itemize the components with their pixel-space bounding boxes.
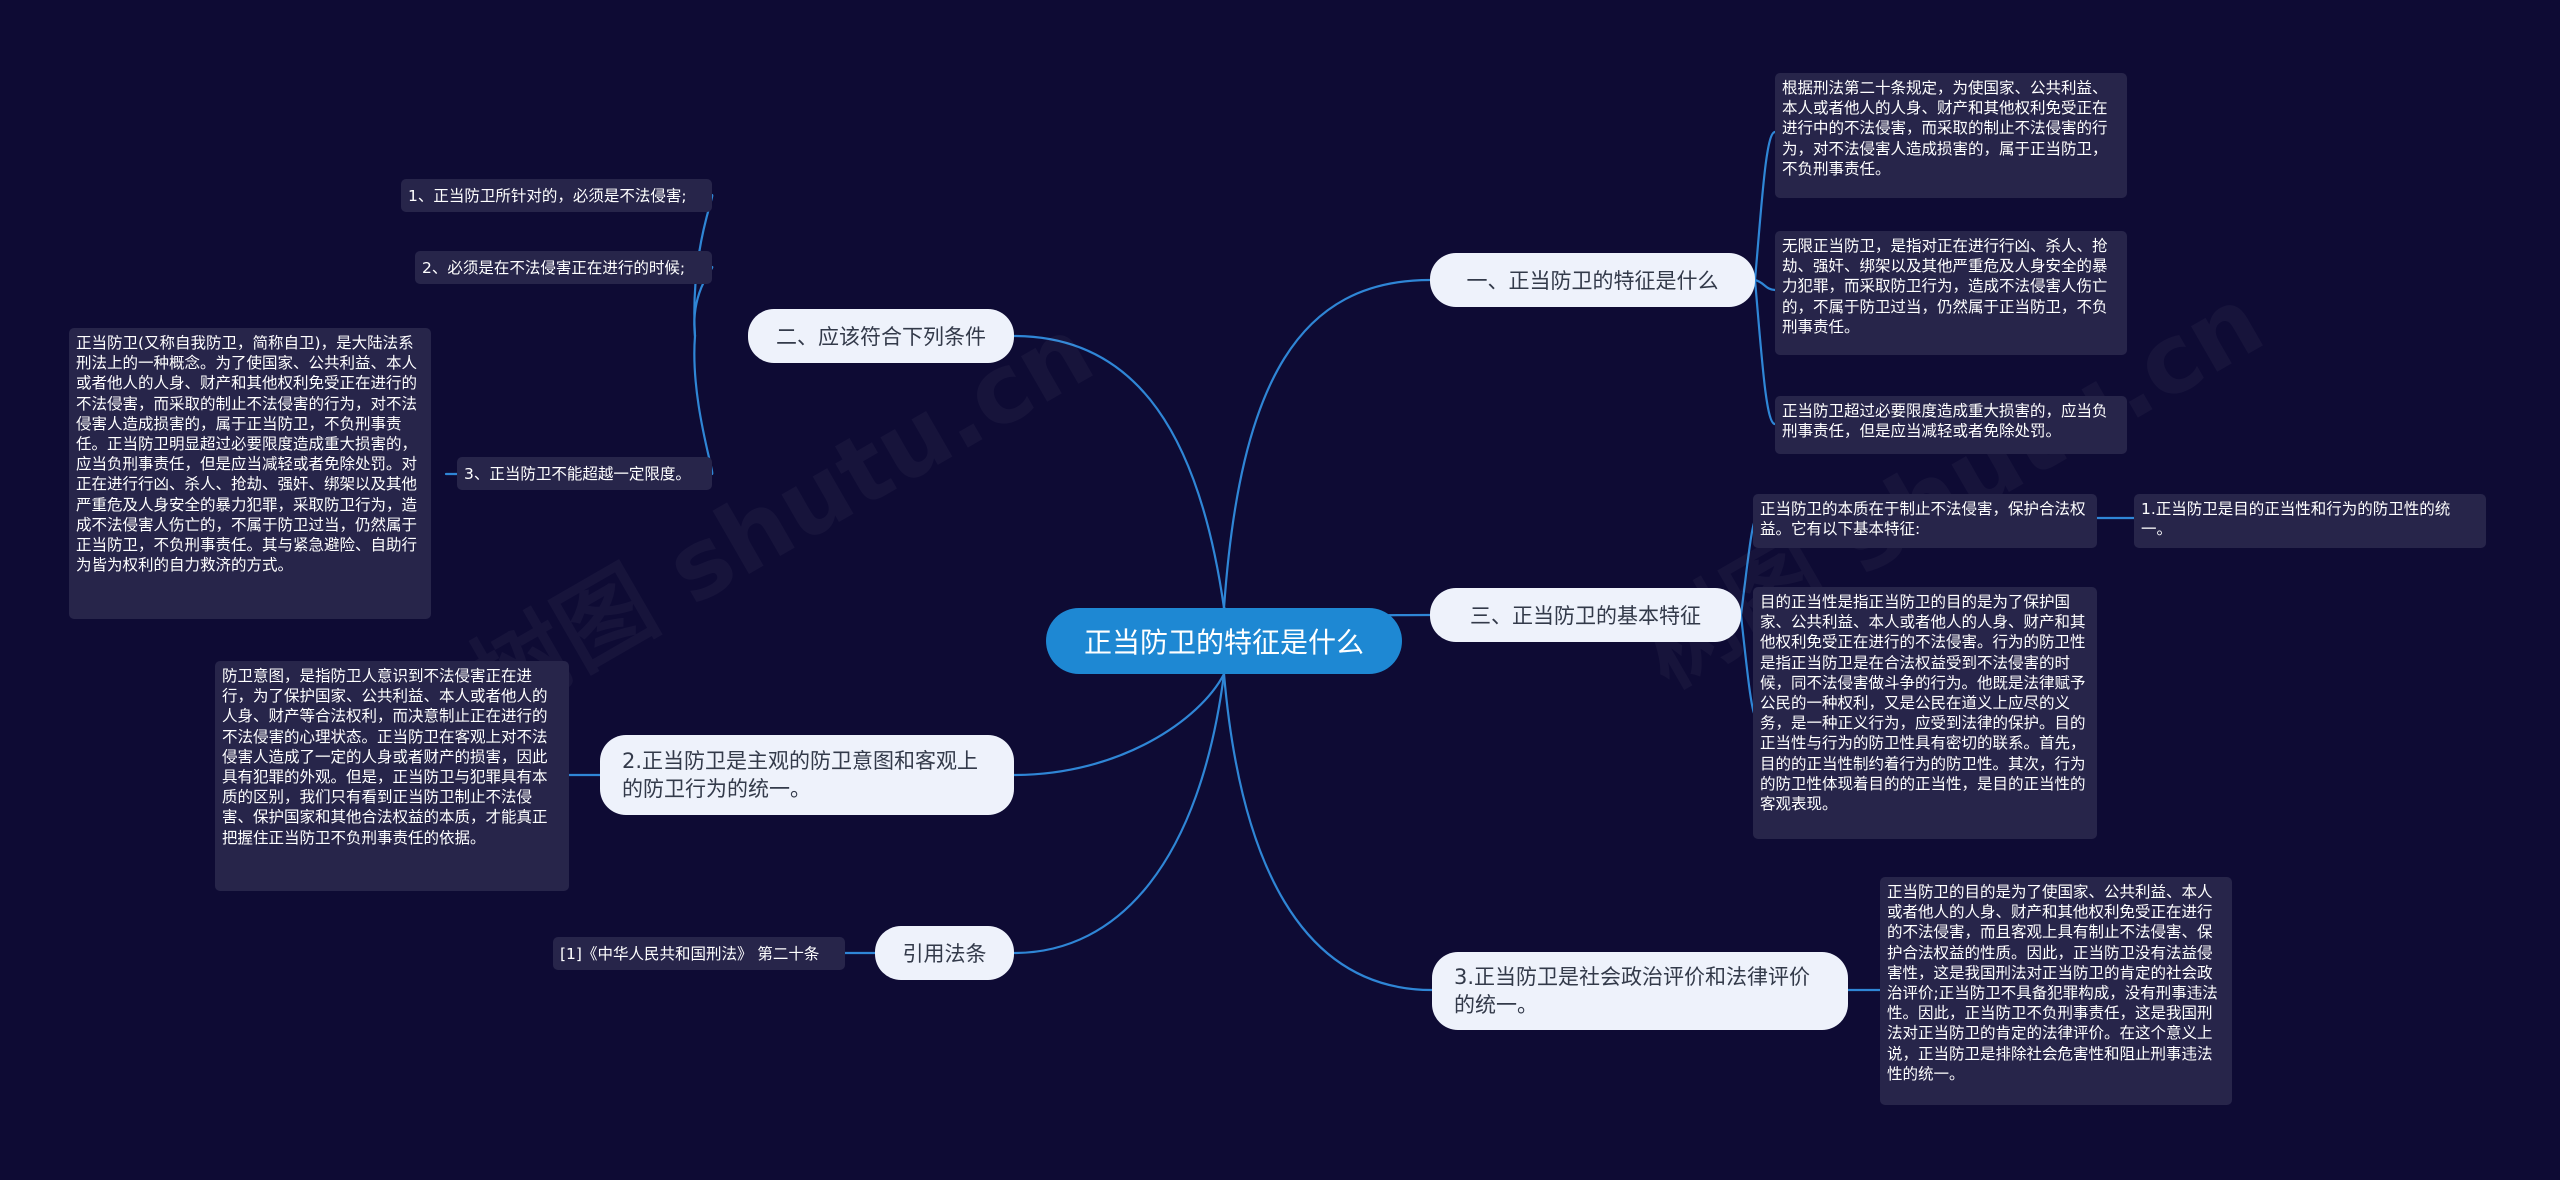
leaf-cited-law: [1]《中华人民共和国刑法》 第二十条 (553, 937, 845, 970)
branch-conditions[interactable]: 二、应该符合下列条件 (748, 309, 1014, 363)
leaf-evaluation-detail: 正当防卫的目的是为了使国家、公共利益、本人或者他人的人身、财产和其他权利免受正在… (1880, 877, 2232, 1105)
branch-cited-law[interactable]: 引用法条 (875, 926, 1014, 980)
edge-root-features (1222, 278, 1432, 610)
edge-root-evaluation (1222, 672, 1434, 992)
leaf-condition-1: 1、正当防卫所针对的，必须是不法侵害; (401, 179, 712, 212)
leaf-features-definition: 根据刑法第二十条规定，为使国家、公共利益、本人或者他人的人身、财产和其他权利免受… (1775, 73, 2127, 198)
leaf-unity-detail: 防卫意图，是指防卫人意识到不法侵害正在进行，为了保护国家、公共利益、本人或者他人… (215, 661, 569, 891)
branch-features[interactable]: 一、正当防卫的特征是什么 (1430, 253, 1755, 307)
branch-unity[interactable]: 2.正当防卫是主观的防卫意图和客观上的防卫行为的统一。 (600, 735, 1014, 815)
edge-root-conditions (1012, 334, 1226, 610)
leaf-condition-3: 3、正当防卫不能超越一定限度。 (457, 457, 712, 490)
branch-basic-features[interactable]: 三、正当防卫的基本特征 (1430, 588, 1741, 642)
root-node[interactable]: 正当防卫的特征是什么 (1046, 608, 1402, 674)
leaf-features-excess: 正当防卫超过必要限度造成重大损害的，应当负刑事责任，但是应当减轻或者免除处罚。 (1775, 396, 2127, 454)
leaf-features-unlimited-defense: 无限正当防卫，是指对正在进行行凶、杀人、抢劫、强奸、绑架以及其他严重危及人身安全… (1775, 231, 2127, 355)
edge-root-unity (1012, 672, 1226, 777)
edge-root-law (1012, 672, 1226, 955)
leaf-basic-sub: 1.正当防卫是目的正当性和行为的防卫性的统一。 (2134, 494, 2486, 548)
leaf-basic-detail: 目的正当性是指正当防卫的目的是为了保护国家、公共利益、本人或者他人的人身、财产和… (1753, 587, 2097, 839)
leaf-basic-intro: 正当防卫的本质在于制止不法侵害，保护合法权益。它有以下基本特征: (1753, 494, 2097, 548)
branch-evaluation[interactable]: 3.正当防卫是社会政治评价和法律评价的统一。 (1432, 952, 1848, 1030)
leaf-conditions-detail: 正当防卫(又称自我防卫，简称自卫)，是大陆法系刑法上的一种概念。为了使国家、公共… (69, 328, 431, 619)
leaf-condition-2: 2、必须是在不法侵害正在进行的时候; (415, 251, 712, 284)
